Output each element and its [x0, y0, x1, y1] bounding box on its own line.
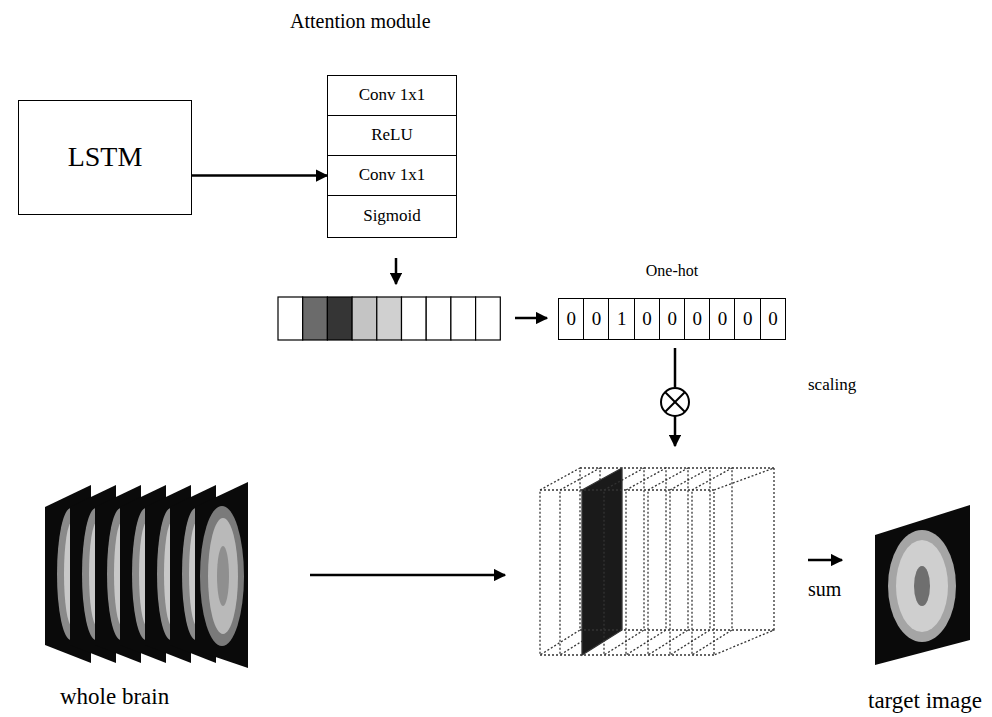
node-text: 0: [743, 309, 753, 330]
node-text: Sigmoid: [363, 207, 421, 226]
node-text: Conv 1x1: [359, 86, 426, 105]
arrow: [310, 574, 505, 577]
node-text: 1: [617, 309, 627, 330]
connector-arrow: [192, 174, 327, 177]
multiply-symbol: [661, 388, 689, 416]
node-text: LSTM: [68, 142, 143, 173]
line: [674, 348, 677, 387]
vector-cell: 0: [684, 298, 711, 340]
vector-cell: 1: [608, 298, 635, 340]
arrow: [674, 416, 677, 446]
vector-cell: 0: [734, 298, 761, 340]
vector-cell: 0: [709, 298, 736, 340]
layer-box: Conv 1x1: [327, 155, 457, 196]
image-caption: whole brain: [60, 684, 169, 709]
node-text: 0: [768, 309, 778, 330]
node-text: 0: [642, 309, 652, 330]
arrow: [808, 559, 842, 562]
arrow: [515, 317, 547, 320]
node-text: Conv 1x1: [359, 166, 426, 185]
node-text: 0: [693, 309, 703, 330]
node-text: 0: [567, 309, 577, 330]
module-title: Attention module: [290, 10, 431, 32]
layer-box: Sigmoid: [327, 195, 457, 238]
vector-cell: 0: [558, 298, 585, 340]
vector-cell: 0: [760, 298, 787, 340]
vector-title: One-hot: [558, 262, 786, 280]
brain-slices: [45, 482, 248, 668]
vector-cell: 0: [634, 298, 661, 340]
arrow: [395, 258, 398, 284]
lstm-box: LSTM: [18, 100, 192, 215]
node-text: 0: [592, 309, 602, 330]
one-hot-vector: One-hot001000000: [558, 262, 786, 340]
target-slice: [875, 505, 970, 665]
node-text: 0: [718, 309, 728, 330]
node-text: 0: [667, 309, 677, 330]
operation-label: sum: [808, 578, 841, 600]
layer-box: ReLU: [327, 115, 457, 156]
operation-label: scaling: [808, 376, 856, 395]
slice-volume: [540, 468, 774, 655]
vector-cell: 0: [659, 298, 686, 340]
node-text: ReLU: [371, 126, 413, 145]
image-caption: target image: [868, 688, 982, 713]
attention-weights: [278, 297, 500, 340]
vector-cell: 0: [583, 298, 610, 340]
layer-box: Conv 1x1: [327, 75, 457, 116]
